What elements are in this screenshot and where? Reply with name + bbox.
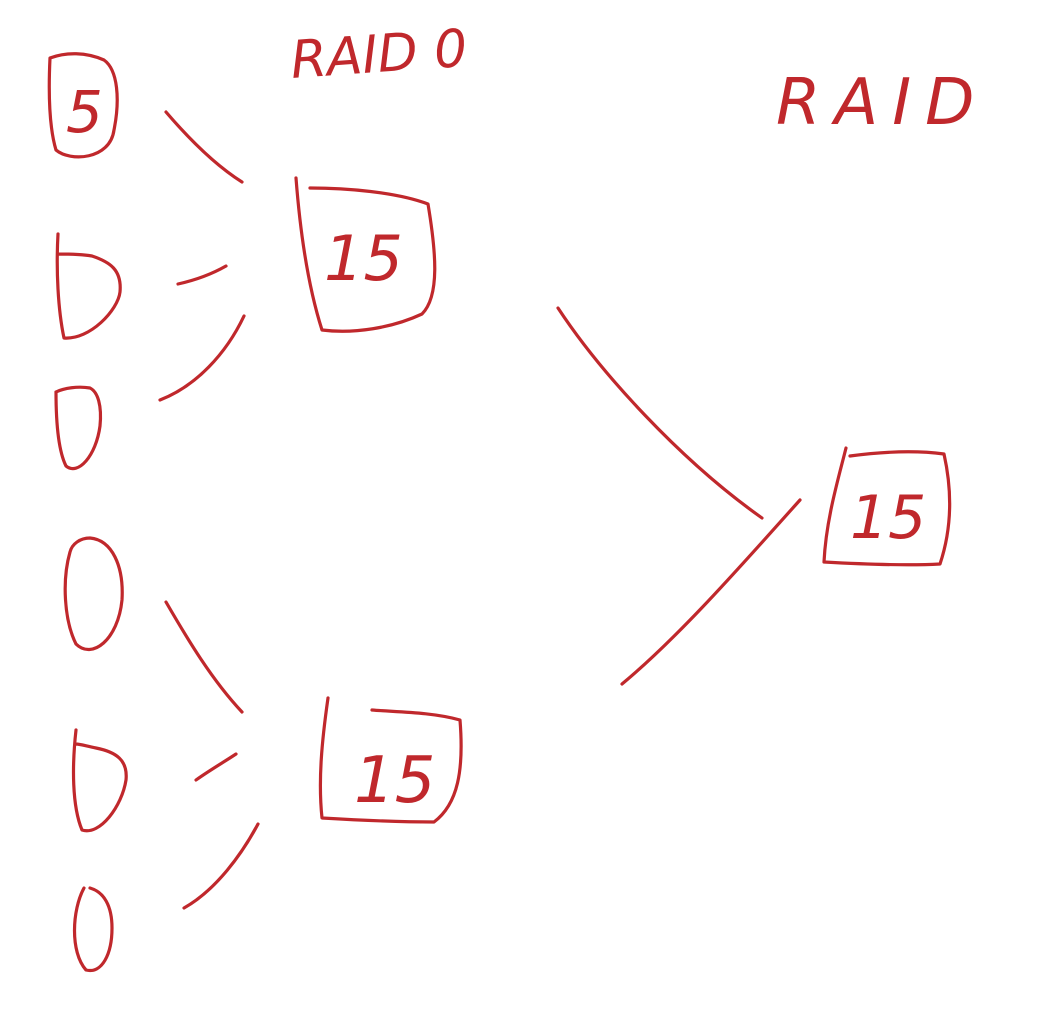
disk-1-label: 5 xyxy=(66,78,103,146)
links-combined-array xyxy=(556,306,802,686)
links-bottom-array xyxy=(164,600,260,910)
array-combined-label: 15 xyxy=(850,483,926,553)
disk-1: 5 xyxy=(47,52,119,159)
array-bottom-label: 15 xyxy=(354,744,435,818)
array-bottom: 15 xyxy=(318,696,463,824)
disk-4 xyxy=(63,536,124,652)
disk-5 xyxy=(71,728,128,833)
links-top-array xyxy=(158,110,246,402)
disk-6 xyxy=(72,886,114,973)
array-top: 15 xyxy=(294,176,437,333)
array-top-label: 15 xyxy=(324,222,403,295)
raid-0-label: RAID 0 xyxy=(289,19,469,91)
raid-right-label: RAID xyxy=(776,66,988,140)
raid-right-title: RAID xyxy=(776,66,988,140)
raid-0-title: RAID 0 xyxy=(289,19,469,91)
disk-2 xyxy=(55,232,122,340)
disk-3 xyxy=(54,385,103,471)
array-combined: 15 xyxy=(822,446,952,567)
